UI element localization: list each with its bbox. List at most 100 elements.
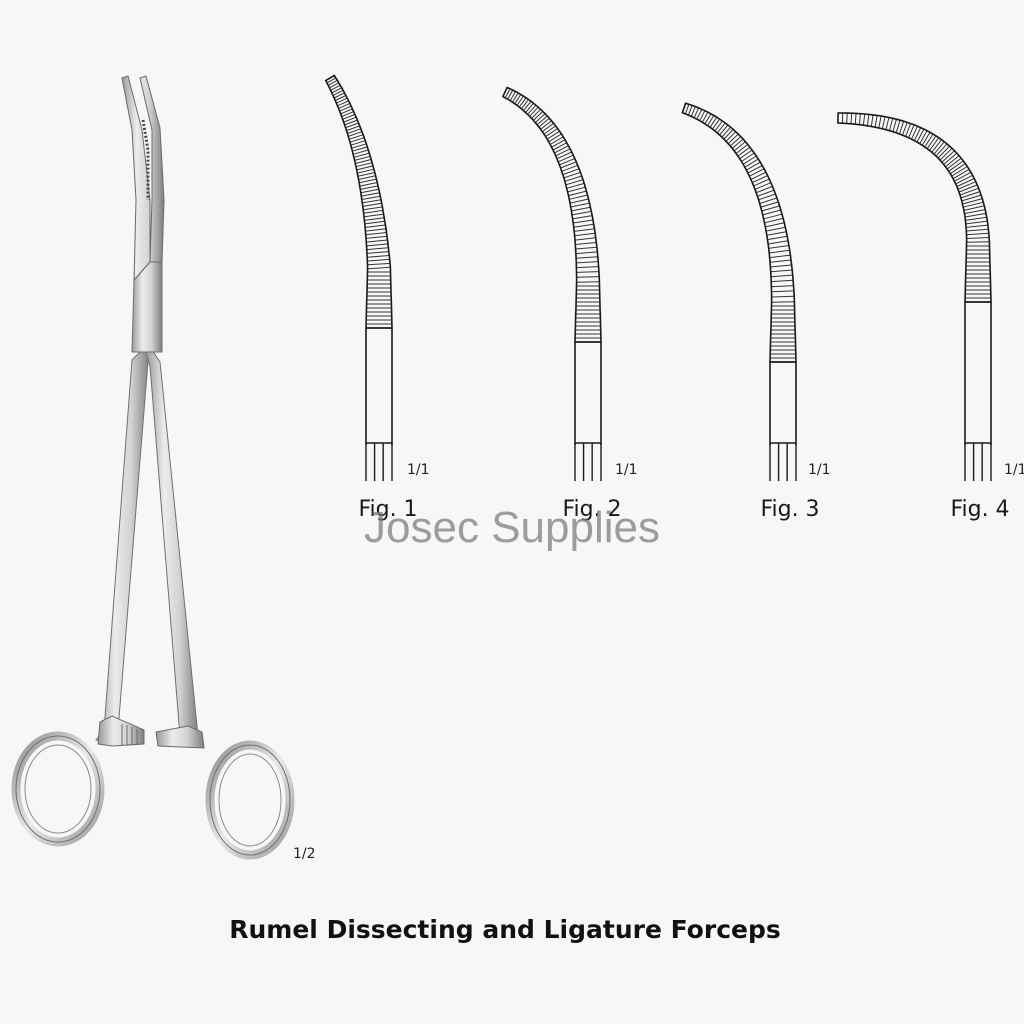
serration-line xyxy=(881,116,886,129)
serration-line xyxy=(365,235,388,239)
serration-line xyxy=(889,118,894,131)
serration-line xyxy=(551,139,566,148)
serration-line xyxy=(965,220,988,225)
serration-line xyxy=(770,274,793,278)
serration-line xyxy=(924,133,934,148)
serration-line xyxy=(366,247,389,251)
serration-line xyxy=(336,97,348,104)
serration-line xyxy=(770,259,792,263)
jaw-outline xyxy=(324,74,393,329)
serration-line xyxy=(742,155,757,165)
serration-line xyxy=(962,198,983,205)
serration-line xyxy=(771,290,794,293)
serration-line xyxy=(939,147,953,161)
serration-line xyxy=(905,123,912,137)
serration-line xyxy=(941,150,955,163)
serration-line xyxy=(342,113,356,120)
serration-line xyxy=(943,152,958,165)
serration-line xyxy=(367,266,391,270)
serration-line xyxy=(363,213,384,218)
serration-line xyxy=(964,209,986,215)
serration-line xyxy=(913,127,922,141)
serration-line xyxy=(366,239,388,243)
serration-line xyxy=(571,210,592,216)
serration-line xyxy=(340,108,353,115)
serration-line xyxy=(966,241,990,243)
serration-line xyxy=(758,193,776,201)
serration-line xyxy=(754,182,772,190)
serration-line xyxy=(704,113,712,125)
serration-line xyxy=(366,243,389,247)
serration-line xyxy=(358,175,376,180)
serration-line xyxy=(337,100,349,107)
serration-line xyxy=(361,195,381,200)
serration-line xyxy=(523,100,532,111)
serration-line xyxy=(576,256,598,259)
serration-line xyxy=(546,130,560,140)
serration-line xyxy=(709,116,718,128)
serration-line xyxy=(719,124,729,136)
serration-line xyxy=(769,249,790,254)
serration-line xyxy=(769,254,791,259)
serration-line xyxy=(569,198,589,204)
serration-line xyxy=(512,92,519,103)
serration-line xyxy=(965,216,987,221)
serration-line xyxy=(762,209,781,216)
serration-line xyxy=(569,194,588,200)
serration-line xyxy=(525,102,534,113)
serration-line xyxy=(858,113,861,125)
serration-line xyxy=(712,118,721,130)
serration-line xyxy=(326,77,337,84)
serration-line xyxy=(345,122,359,129)
serration-line xyxy=(760,201,779,208)
serration-line xyxy=(721,126,731,138)
serration-line xyxy=(958,184,978,193)
serration-line xyxy=(364,220,385,225)
serration-line xyxy=(536,115,548,126)
fig-scale-label-4: 1/1 xyxy=(1004,462,1024,478)
serration-line xyxy=(926,135,937,149)
serration-line xyxy=(344,119,358,126)
serration-line xyxy=(966,232,989,236)
serration-line xyxy=(948,160,964,172)
serration-line xyxy=(540,120,552,130)
serration-line xyxy=(707,115,715,126)
serration-line xyxy=(365,228,387,232)
jaw-outline xyxy=(501,86,602,343)
jaw-shaft xyxy=(769,361,797,445)
serration-line xyxy=(561,164,578,172)
serration-line xyxy=(759,197,778,204)
serration-line xyxy=(565,179,584,186)
jaw-shaft xyxy=(365,327,393,445)
serration-line xyxy=(574,237,596,241)
serration-line xyxy=(761,205,780,212)
serration-line xyxy=(898,121,905,135)
serration-line xyxy=(572,215,593,220)
serration-line xyxy=(966,228,989,232)
serration-line xyxy=(571,206,591,212)
serration-line xyxy=(543,125,556,135)
serration-line xyxy=(935,143,948,157)
jaw-figure-4 xyxy=(837,112,992,481)
serration-line xyxy=(931,139,942,153)
serration-line xyxy=(357,168,375,174)
serration-line xyxy=(346,125,360,132)
serration-line xyxy=(770,269,793,273)
serration-line xyxy=(568,190,587,197)
serration-line xyxy=(885,117,890,130)
serration-line xyxy=(332,89,344,96)
serration-line xyxy=(744,158,759,168)
serration-line xyxy=(355,159,372,164)
serration-line xyxy=(963,201,984,208)
serration-line xyxy=(349,137,365,143)
serration-line xyxy=(364,217,385,221)
serration-line xyxy=(347,128,361,134)
full-forceps xyxy=(11,75,295,860)
serration-line xyxy=(545,128,558,138)
serration-line xyxy=(921,132,931,146)
serration-line xyxy=(749,168,765,177)
serration-line xyxy=(521,99,529,110)
serration-line xyxy=(687,105,693,116)
serration-line xyxy=(951,166,968,177)
